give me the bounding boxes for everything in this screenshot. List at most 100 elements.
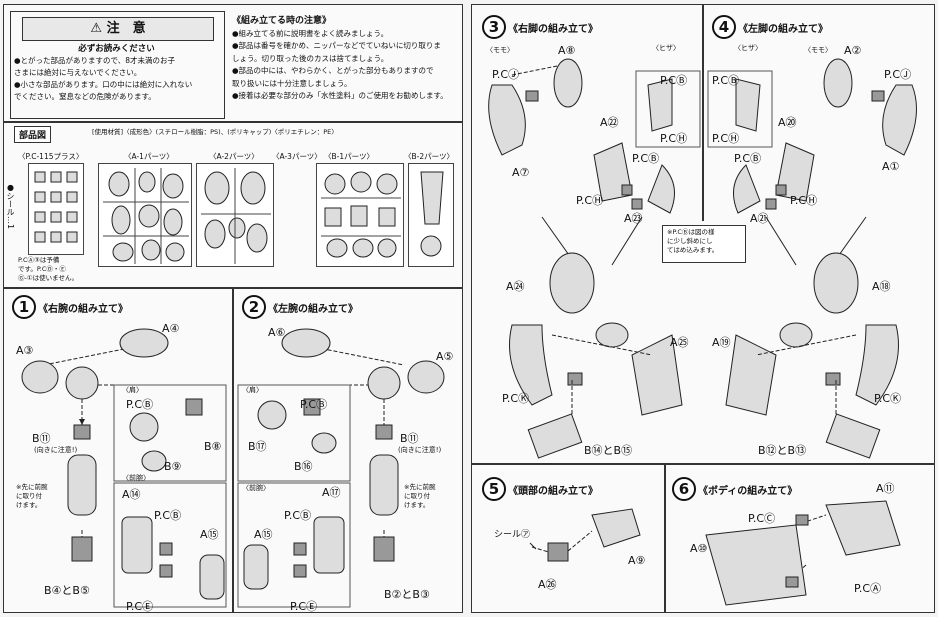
step-number: 5: [482, 477, 506, 501]
step-title: 《右腕の組み立て》: [38, 304, 128, 315]
part-label: B⑯: [294, 460, 313, 473]
part-label: B⑪: [400, 432, 419, 445]
part-label: A⑰: [322, 486, 341, 499]
step-note: ※先に前腕 に取り付 けます。: [16, 483, 47, 510]
leg-note-line: てはめ込みます。: [667, 246, 719, 254]
parts-heading: 部品図: [14, 126, 52, 143]
part-label: A⑦: [512, 166, 530, 179]
notes-title: 《組み立てる時の注意》: [232, 16, 332, 26]
step-note-line: ※先に前腕: [404, 483, 436, 491]
part-label: シール㋐: [494, 530, 531, 540]
part-label: B⑧: [204, 440, 222, 453]
step-note-line: に取り付: [16, 492, 42, 500]
part-label: A㉓: [624, 212, 643, 225]
part-label: A㉔: [506, 280, 525, 293]
part-label: A⑱: [872, 280, 891, 293]
step-note-line: に取り付: [404, 492, 430, 500]
caution-line: さまには絶対に与えないでください。: [14, 68, 142, 77]
part-label: P.CⒷ: [154, 509, 182, 522]
divider: [4, 121, 462, 123]
left-arm-diagram: [237, 328, 445, 608]
part-label: P.CⒷ: [712, 74, 740, 87]
part-label: A⑪: [876, 482, 895, 495]
part-label: P.CⒷ: [660, 74, 688, 87]
part-label: A②: [844, 44, 862, 57]
part-label: A⑮: [200, 528, 219, 541]
step-number: 2: [242, 295, 266, 319]
part-label: B④とB⑤: [44, 584, 90, 597]
part-label: A㉕: [670, 336, 689, 349]
sub-title: 〈肩〉: [242, 386, 263, 394]
runner-label: 〈A-3パーツ〉: [272, 152, 322, 161]
divider: [702, 5, 704, 221]
head-diagram: [529, 508, 641, 562]
part-label: P.CⒷ: [632, 152, 660, 165]
part-label: A①: [882, 160, 900, 173]
notes-line: ●部品の中には、やわらかく、とがった部分もありますので: [232, 66, 434, 75]
orientation-note: (向きに注意!): [398, 446, 442, 454]
part-label: A㉒: [600, 116, 619, 129]
step-number: 3: [482, 15, 506, 39]
sub-title: 〈モモ〉: [486, 46, 514, 54]
part-label: A⑲: [712, 336, 731, 349]
step-note-line: けます。: [404, 501, 430, 509]
part-label: P.CⒷ: [126, 398, 154, 411]
sub-title: 〈ヒザ〉: [734, 44, 762, 52]
leg-note-line: ※P.CⒷは図の様: [667, 228, 715, 236]
caution-line: ●小さな部品があります。口の中には絶対に入れない: [14, 80, 193, 89]
caution-line: でください。窒息などの危険があります。: [14, 92, 156, 101]
part-label: A⑳: [778, 116, 797, 129]
sub-title: 〈肩〉: [122, 386, 143, 394]
orientation-note: (向きに注意!): [34, 446, 78, 454]
runner-label: 〈P.C-115プラス〉: [18, 152, 84, 161]
caution-title: ⚠ 注 意: [22, 17, 214, 41]
part-label: P.CⒷ: [284, 509, 312, 522]
part-label: P.CⒺ: [126, 600, 154, 613]
part-label: P.CⒽ: [660, 132, 688, 145]
step-note-line: けます。: [16, 501, 42, 509]
notes-line: しょう。切り取った後のカスは捨てましょう。: [232, 53, 389, 63]
part-label: A㉑: [750, 212, 769, 225]
runner-b2: [408, 163, 454, 267]
divider: [472, 463, 934, 465]
leg-note: ※P.CⒷは図の様 に少し斜めにし てはめ込みます。: [667, 228, 718, 255]
part-label: A⑭: [122, 488, 141, 501]
part-label: P.CⒸ: [748, 512, 776, 525]
part-label: P.CⒿ: [492, 68, 520, 81]
part-label: B②とB③: [384, 588, 430, 601]
part-label: B⑪: [32, 432, 51, 445]
part-label: A⑩: [690, 542, 708, 555]
pc-note: P.CⒶ③は予備 です。P.CⒹ・Ⓔ Ⓖ-①は使いません。: [18, 256, 78, 283]
sub-title: 〈モモ〉: [804, 46, 832, 54]
part-label: B⑨: [164, 460, 182, 473]
step-title: 《頭部の組み立て》: [508, 486, 598, 497]
pc-note-line: Ⓖ-①は使いません。: [18, 274, 78, 282]
part-label: P.CⒽ: [576, 194, 604, 207]
right-page: 3 《右脚の組み立て》 〈モモ〉 〈ヒザ〉 4 《左脚の組み立て》 〈ヒザ〉 〈…: [471, 4, 935, 613]
step-number: 6: [672, 477, 696, 501]
material-note: [使用材質]〈成形色〉(スチロール樹脂：PS)、(ポリキャップ)〈ポリエチレン：…: [92, 128, 338, 136]
part-label: B⑭とB⑮: [584, 444, 633, 457]
part-label: A㉖: [538, 578, 557, 591]
part-label: P.CⒿ: [884, 68, 912, 81]
part-label: P.CⒷ: [300, 398, 328, 411]
runner-pc: [28, 163, 84, 255]
seal-label: ●シール…1: [6, 183, 15, 230]
pc-note-line: P.CⒶ③は予備: [18, 256, 60, 264]
step-note: ※先に前腕 に取り付 けます。: [404, 483, 435, 510]
step-title: 《左脚の組み立て》: [738, 24, 828, 35]
part-label: B⑰: [248, 440, 267, 453]
runner-a1: [98, 163, 192, 267]
runner-label: 〈A-2パーツ〉: [209, 152, 259, 161]
part-label: A③: [16, 344, 34, 357]
part-label: P.CⒽ: [790, 194, 818, 207]
sub-title: 〈前腕〉: [122, 474, 150, 482]
part-label: B⑫とB⑬: [758, 444, 807, 457]
leg-note-line: に少し斜めにし: [667, 237, 713, 245]
notes-line: 取り扱いには十分注意しましょう。: [232, 78, 352, 88]
right-arm-diagram: [21, 328, 227, 608]
step-note-line: ※先に前腕: [16, 483, 48, 491]
part-label: P.CⒺ: [290, 600, 318, 613]
part-label: P.CⒶ: [854, 582, 882, 595]
sub-title: 〈前腕〉: [242, 484, 270, 492]
